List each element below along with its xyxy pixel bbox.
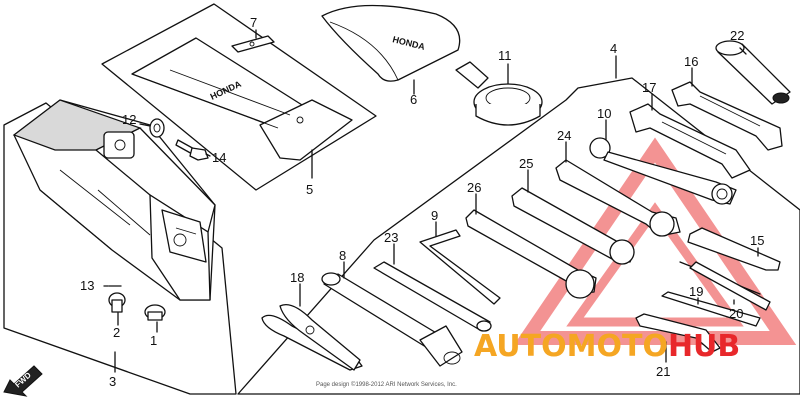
svg-text:AUTOMOTOHUB: AUTOMOTOHUB: [474, 329, 740, 364]
wrench-24-part: [555, 159, 681, 237]
callout-9: 9: [431, 208, 438, 223]
callout-18: 18: [290, 270, 304, 285]
washer-part: [149, 118, 165, 138]
callout-1: 1: [150, 333, 157, 348]
callout-16: 16: [684, 54, 698, 69]
callout-15: 15: [750, 233, 764, 248]
callout-13: 13: [80, 278, 94, 293]
tool-box-frame: [3, 102, 237, 395]
callout-19: 19: [689, 284, 703, 299]
callout-8: 8: [339, 248, 346, 263]
screwdriver-21-part: [635, 313, 721, 353]
callout-6: 6: [410, 92, 417, 107]
callout-20: 20: [729, 306, 743, 321]
screwdriver-20-part: [689, 261, 771, 311]
rod-23-part: [373, 261, 492, 332]
wrench-17-part: [629, 103, 751, 179]
copyright-text: Page design ©1998-2012 ARI Network Servi…: [316, 381, 457, 388]
wrench-16-part: [671, 81, 783, 151]
hex-key-part: [419, 229, 501, 305]
label-plate-part: [231, 35, 275, 53]
callout-17: 17: [642, 80, 656, 95]
pliers-part: [261, 303, 363, 371]
callout-11: 11: [498, 48, 512, 63]
callout-23: 23: [384, 230, 398, 245]
fwd-arrow-icon: FWD: [3, 365, 43, 397]
screwdriver-19-part: [661, 291, 761, 327]
callout-10: 10: [597, 106, 611, 121]
fastener-parts: [108, 285, 166, 321]
callout-25: 25: [519, 156, 533, 171]
callout-21: 21: [656, 364, 670, 379]
handle-part: [715, 40, 791, 105]
bolt-part: [175, 139, 209, 161]
bar-25-part: [511, 187, 635, 265]
watermark-moto: MOTO: [567, 329, 668, 364]
watermark-logo: AUTOMOTOHUB: [474, 329, 740, 364]
callout-22: 22: [730, 28, 744, 43]
socket-wrench-part: [321, 272, 463, 367]
wrench-10-part: [589, 137, 737, 205]
watermark-hub: HUB: [668, 329, 740, 364]
callout-24: 24: [557, 128, 571, 143]
callout-3: 3: [109, 374, 116, 389]
callout-26: 26: [467, 180, 481, 195]
callout-5: 5: [306, 182, 313, 197]
callout-14: 14: [212, 150, 226, 165]
callout-numbers: 1 2 3 13 12 14 7 5 6 11 4 22 16 17 10 24…: [80, 15, 764, 389]
watermark-auto: AUTO: [474, 329, 567, 364]
bar-26-part: [465, 209, 597, 299]
callout-2: 2: [113, 325, 120, 340]
tool-set-frame: [237, 77, 800, 395]
callout-7: 7: [250, 15, 257, 30]
leader-lines: [103, 29, 759, 373]
callout-12: 12: [122, 112, 136, 127]
gauge-part: [455, 61, 543, 126]
tool-bag-part: HONDA: [131, 37, 353, 161]
callout-4: 4: [610, 41, 617, 56]
tool-box-part: [12, 99, 216, 301]
tool-bag-frame: [101, 3, 377, 191]
manual-pouch-part: HONDA: [321, 4, 461, 82]
